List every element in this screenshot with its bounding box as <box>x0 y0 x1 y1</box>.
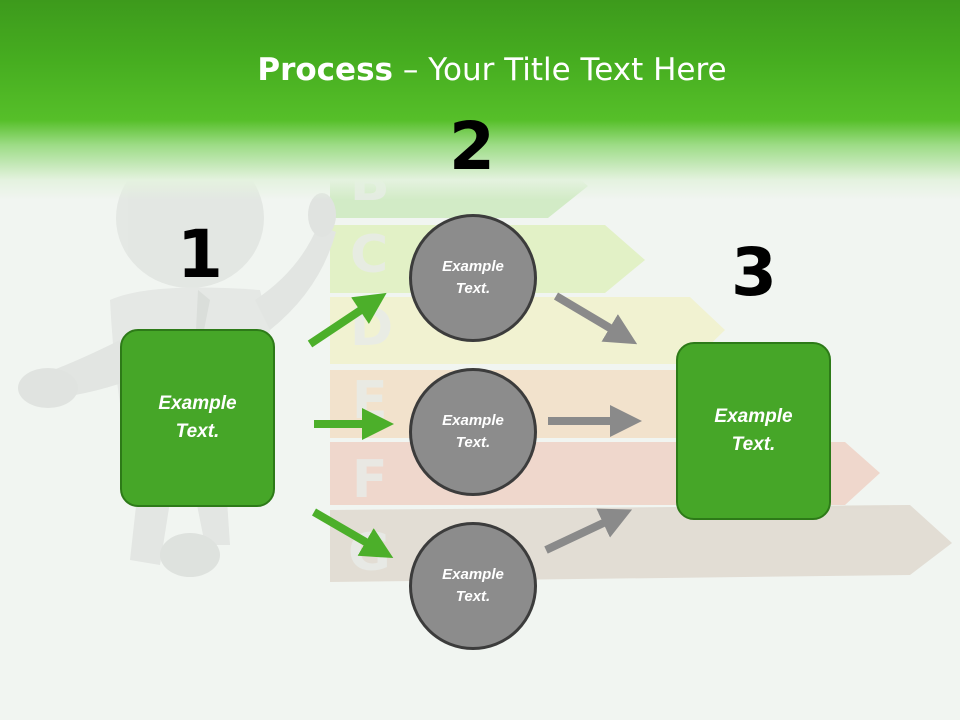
figure-left-hand <box>18 368 78 408</box>
step-2-circle-top: Example Text. <box>409 214 537 342</box>
slide-title-bold: Process <box>257 52 393 88</box>
slide-title-rest: – Your Title Text Here <box>393 52 727 88</box>
arrow-green-down <box>311 508 394 559</box>
arrow-gray-down <box>553 292 638 345</box>
header-band <box>0 0 960 200</box>
step-2-circle-top-text: Example Text. <box>442 257 504 298</box>
step-3-box-text: Example Text. <box>714 405 793 456</box>
step-1-box: Example Text. <box>120 329 275 507</box>
rating-letter-c: C <box>350 225 388 285</box>
step-3-box: Example Text. <box>676 342 831 520</box>
arrow-green-up <box>307 292 387 348</box>
arrow-gray-up <box>544 508 633 554</box>
figure-tie <box>196 290 210 330</box>
step-2-circle-middle-text: Example Text. <box>442 411 504 452</box>
figure-raised-hand <box>308 193 336 237</box>
figure-foot <box>160 533 220 577</box>
slide-title: Process – Your Title Text Here <box>0 52 960 88</box>
step-number-3: 3 <box>731 234 777 311</box>
figure-raised-arm <box>255 225 336 330</box>
step-1-box-text: Example Text. <box>158 392 237 443</box>
step-2-circle-middle: Example Text. <box>409 368 537 496</box>
step-number-2: 2 <box>449 108 495 185</box>
step-number-1: 1 <box>177 216 223 293</box>
rating-letter-f: F <box>352 450 388 510</box>
step-2-circle-bottom: Example Text. <box>409 522 537 650</box>
step-2-circle-bottom-text: Example Text. <box>442 565 504 606</box>
